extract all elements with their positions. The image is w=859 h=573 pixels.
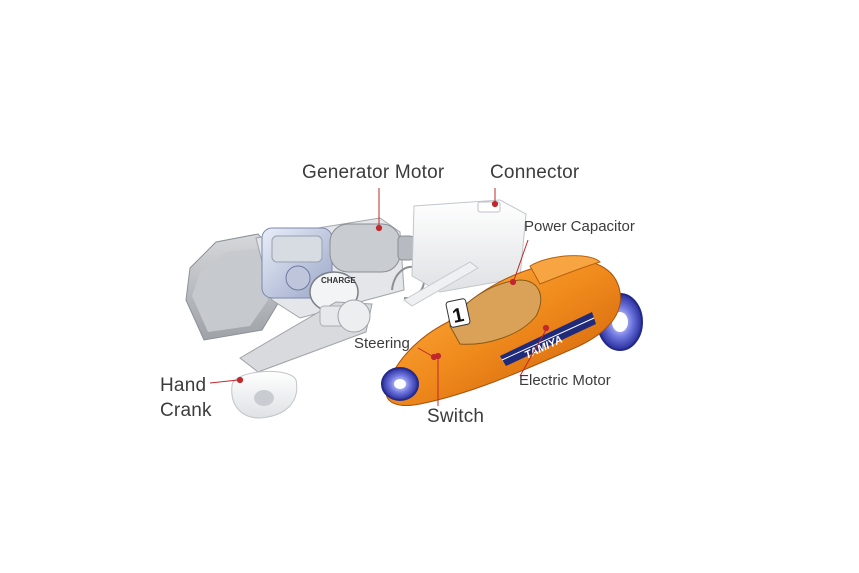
leader-power-capacitor xyxy=(513,239,529,281)
label-steering: Steering xyxy=(354,335,410,352)
leader-electric-motor xyxy=(519,329,547,377)
callout-leaders xyxy=(209,188,550,406)
leader-steering xyxy=(417,347,433,357)
label-generator-motor: Generator Motor xyxy=(302,162,445,183)
car-number: 1 xyxy=(450,304,465,328)
label-hand-crank-line1: Hand xyxy=(160,375,207,396)
leader-dot-switch xyxy=(434,352,442,360)
leader-dot-connector xyxy=(491,200,499,208)
label-switch: Switch xyxy=(427,406,485,427)
label-power-capacitor: Power Capacitor xyxy=(524,218,635,235)
leader-dot-hand-crank xyxy=(236,376,244,384)
label-electric-motor: Electric Motor xyxy=(519,372,611,389)
label-connector: Connector xyxy=(490,162,580,183)
leader-dot-electric-motor xyxy=(542,324,550,332)
leader-hand-crank xyxy=(209,379,239,384)
hand-crank-knob xyxy=(231,370,298,419)
label-hand-crank-line2: Crank xyxy=(160,400,212,421)
crank-arm xyxy=(239,299,373,373)
toy-car: 1 TAMIYA xyxy=(381,255,643,406)
connector-block xyxy=(403,199,527,307)
charge-marking: CHARGE xyxy=(321,276,356,285)
generator-unit: CHARGE xyxy=(185,217,425,341)
label-hand-crank: Hand Crank xyxy=(160,373,212,423)
leader-dot-generator-motor xyxy=(375,224,383,232)
leader-dot-power-capacitor xyxy=(509,278,517,286)
